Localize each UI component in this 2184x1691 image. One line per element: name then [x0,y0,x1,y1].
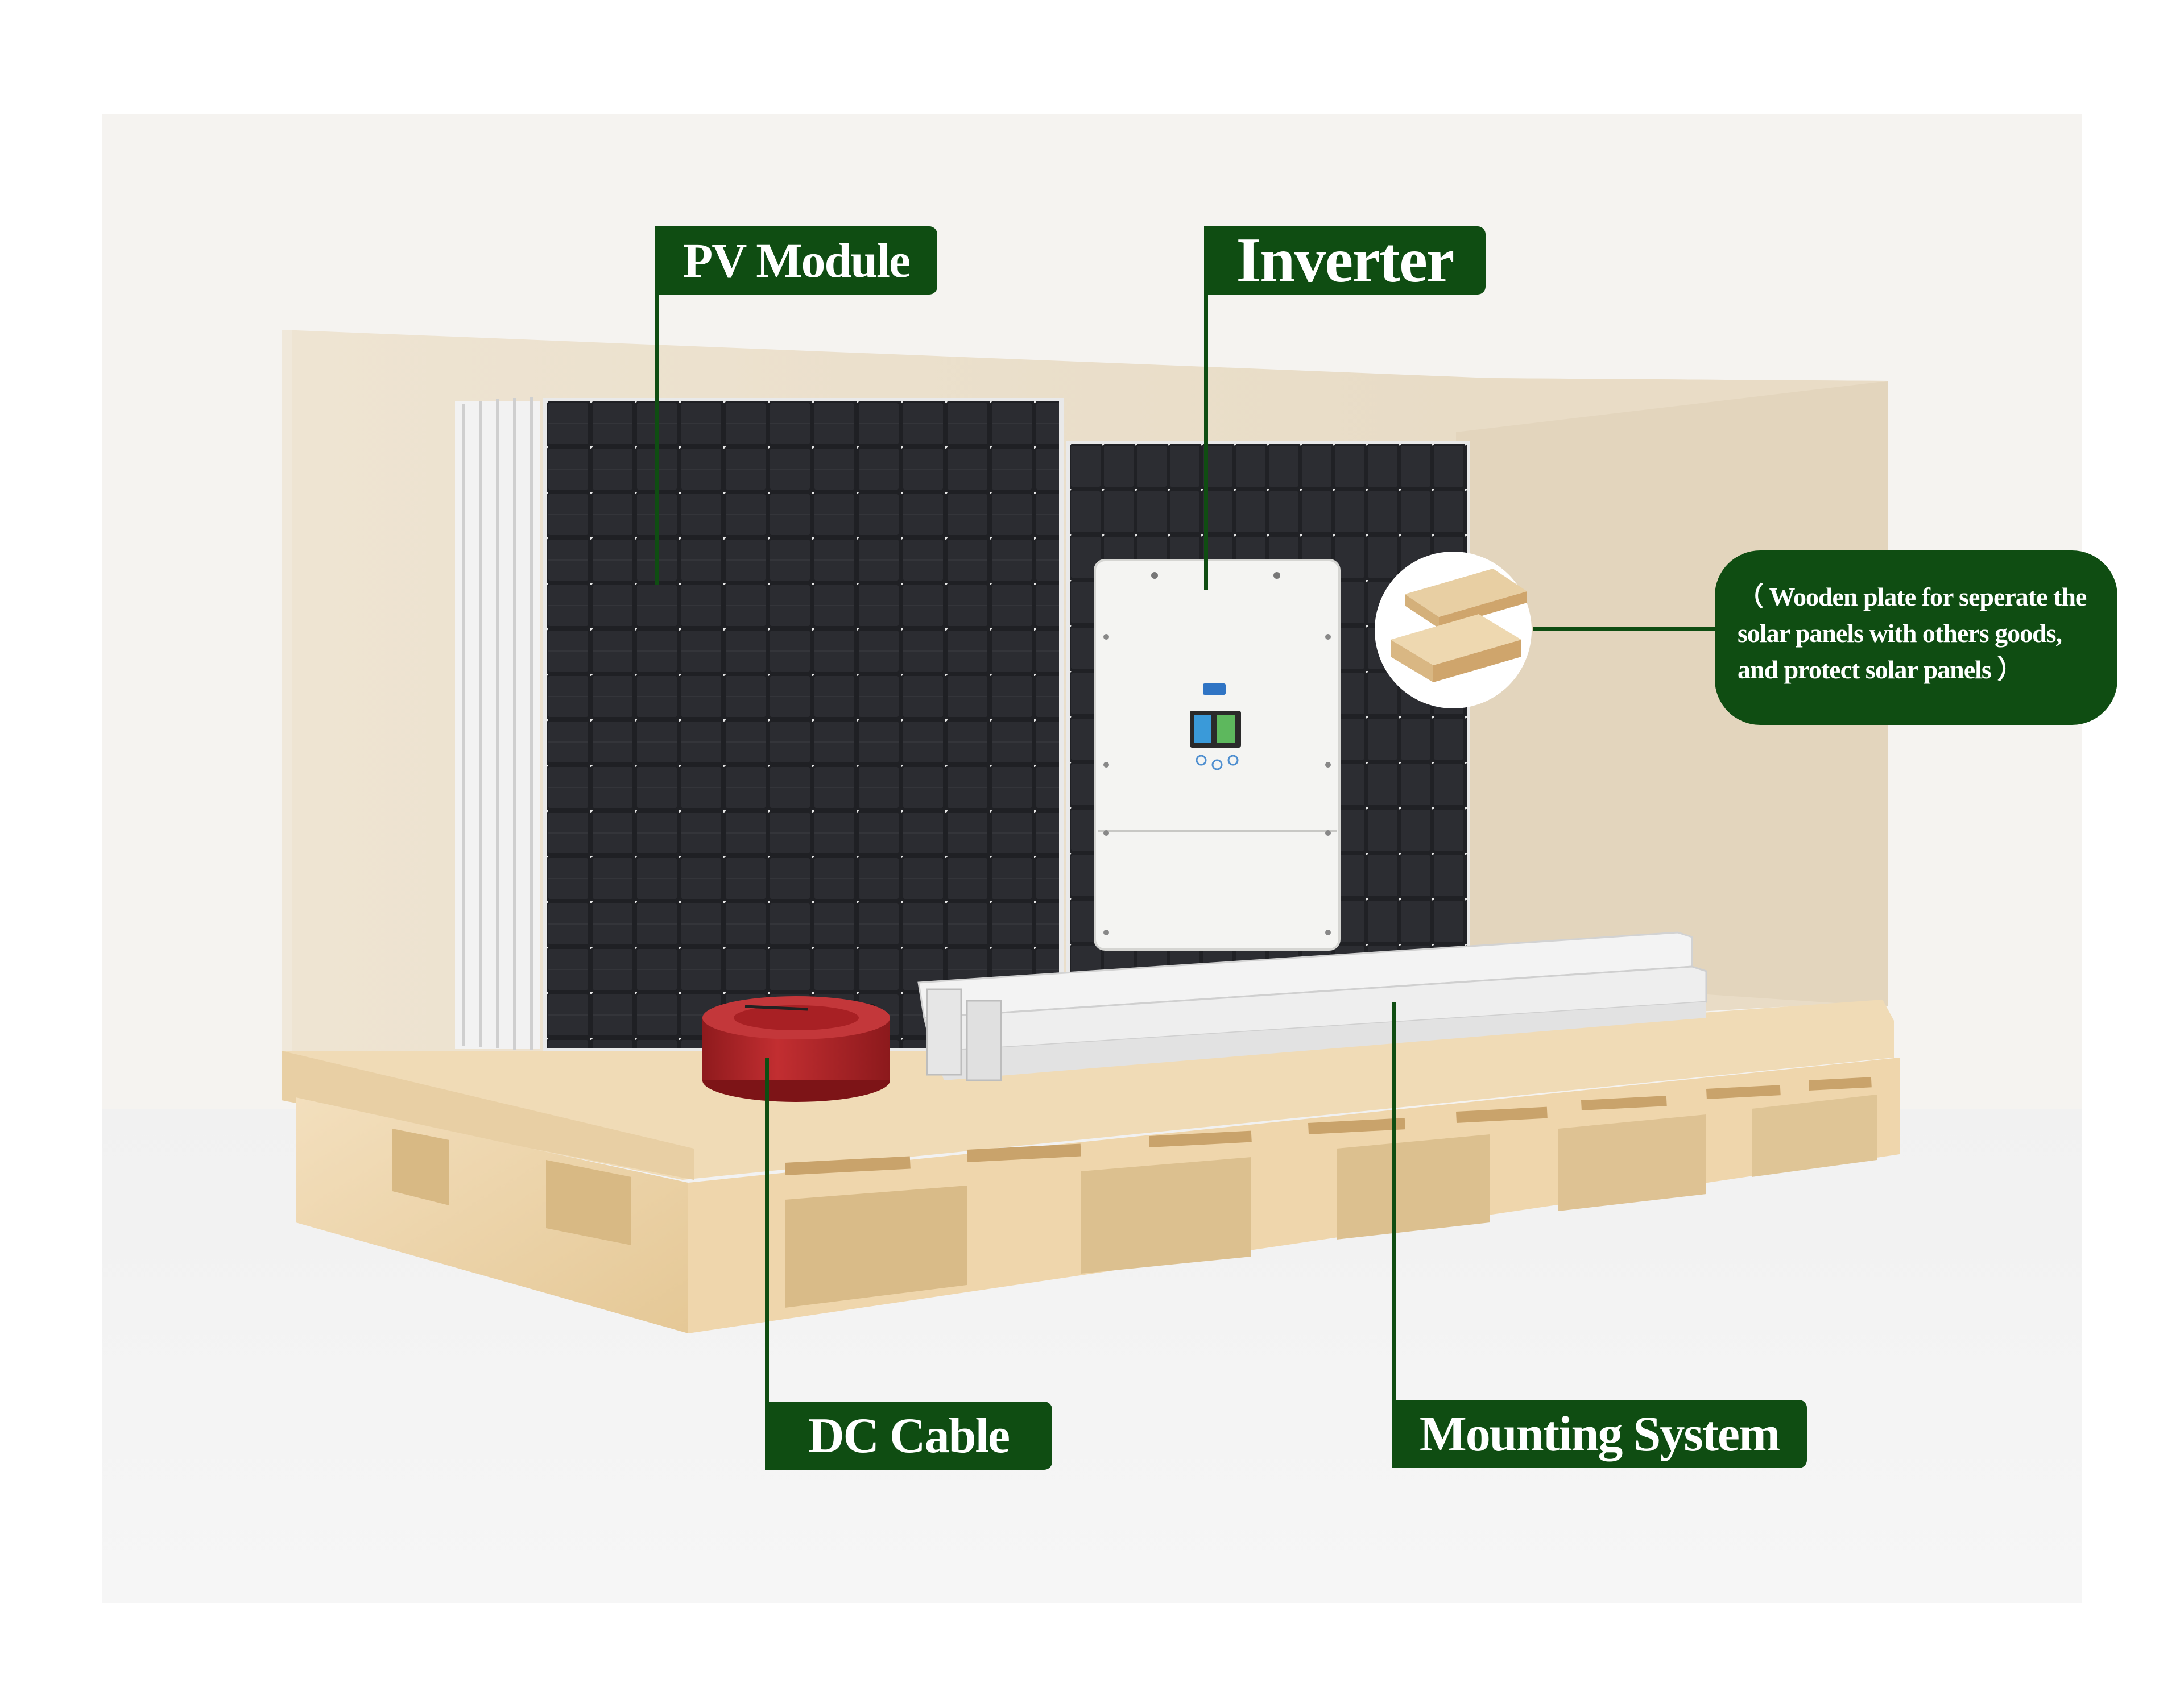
note-line-1: （ Wooden plate for seperate the [1738,582,2087,611]
note-line-3: and protect solar panels ） [1738,655,2023,684]
inverter-leader [1204,272,1208,590]
note-line-2: solar panels with others goods, [1738,619,2062,648]
dc-cable-leader [765,1058,769,1467]
inverter-label: Inverter [1204,225,1486,296]
mounting-system-label: Mounting System [1392,1400,1807,1468]
inverter-unit [1094,559,1341,951]
mounting-system-leader [1392,1002,1396,1462]
mounting-rails [917,931,1707,1081]
wooden-plate-leader [1533,627,1726,631]
dc-cable-spool [702,996,890,1102]
panel-frames [455,397,540,1050]
pv-module-label: PV Module [655,226,937,295]
dc-cable-label: DC Cable [765,1402,1052,1470]
pallet [296,1058,1900,1333]
wooden-plate-note: （ Wooden plate for seperate the solar pa… [1715,550,2117,725]
wooden-plate-icon [1375,552,1532,708]
pv-module-leader [655,272,659,585]
